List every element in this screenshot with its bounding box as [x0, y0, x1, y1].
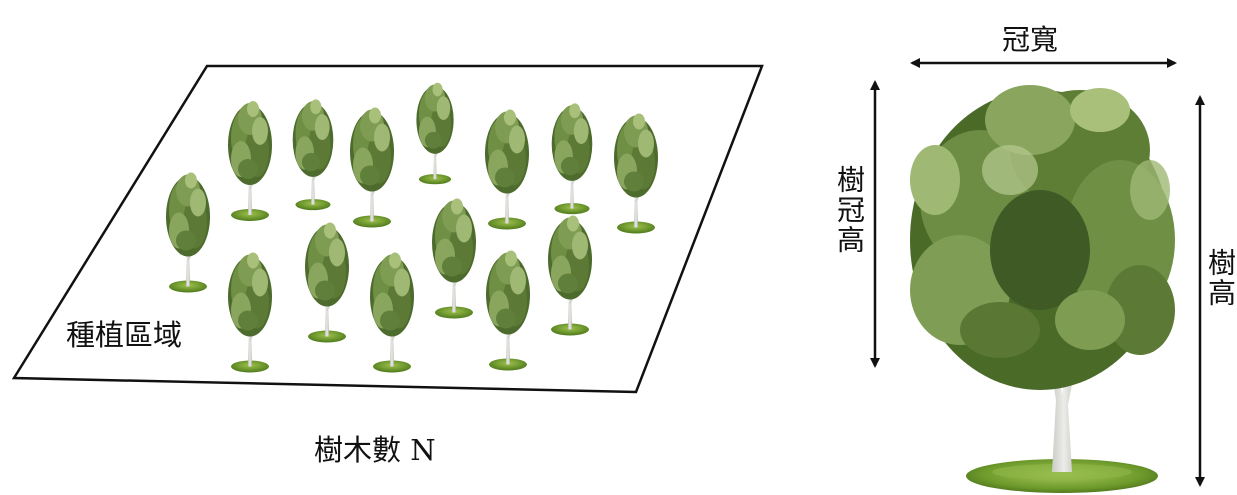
crown-width-label: 冠寬 — [1002, 23, 1059, 56]
large-tree — [910, 85, 1175, 493]
planting-area-label: 種植區域 — [66, 318, 183, 352]
tree-count-label: 樹木數 N — [314, 433, 436, 467]
tree-height-label: 樹高 — [1204, 248, 1237, 308]
crown-height-label: 樹冠高 — [833, 165, 866, 255]
